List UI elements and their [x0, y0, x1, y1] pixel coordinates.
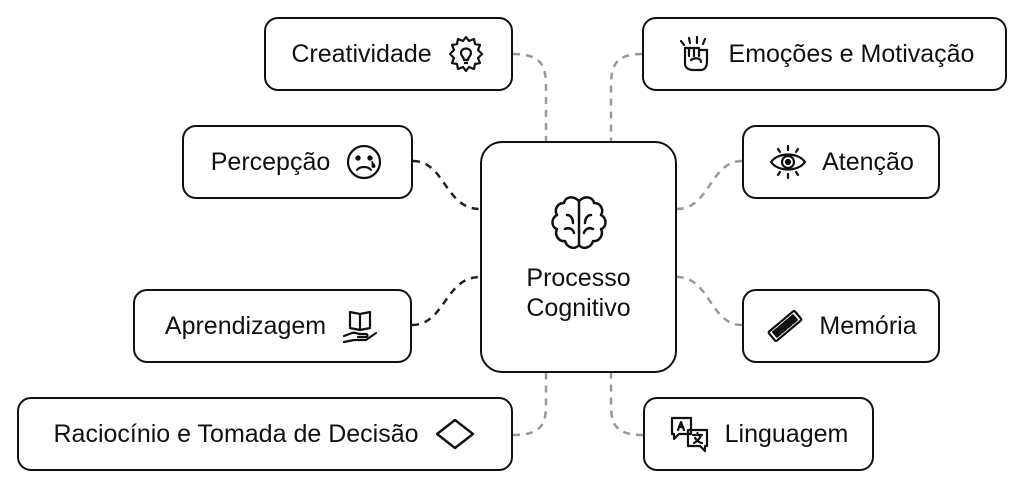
connector-memoria — [676, 275, 743, 327]
node-atencao: Atenção — [742, 125, 940, 199]
node-label: Linguagem — [724, 419, 849, 448]
connector-aprendizagem — [411, 275, 481, 327]
node-label: Creatividade — [291, 39, 432, 68]
node-raciocinio: Raciocínio e Tomada de Decisão — [17, 397, 513, 471]
sad-face-icon — [347, 144, 382, 180]
node-percepcao: Percepção — [182, 125, 413, 199]
connector-creatividade — [512, 52, 548, 141]
node-label: Raciocínio e Tomada de Decisão — [53, 419, 419, 448]
book-hand-icon — [343, 310, 378, 344]
node-emocoes: Emoções e Motivação — [642, 17, 1007, 91]
connector-percepcao — [412, 159, 481, 211]
connector-emocoes — [609, 52, 643, 141]
node-linguagem: Linguagem — [643, 397, 874, 471]
connector-linguagem — [609, 373, 644, 437]
brain-icon — [550, 196, 607, 250]
center-title-line1: Processo — [526, 264, 631, 292]
connector-atencao — [676, 159, 743, 211]
center-title-line2: Cognitivo — [526, 294, 631, 322]
center-node: Processo Cognitivo — [480, 141, 677, 373]
fist-icon — [679, 35, 708, 72]
node-label: Emoções e Motivação — [728, 39, 975, 68]
translate-icon — [670, 416, 708, 453]
memory-chip-icon — [768, 309, 803, 343]
node-memoria: Memória — [742, 289, 940, 363]
node-creatividade: Creatividade — [264, 17, 513, 91]
eye-icon — [769, 144, 807, 180]
lightbulb-gear-icon — [448, 35, 483, 73]
connector-raciocinio — [512, 373, 548, 437]
node-label: Atenção — [822, 147, 914, 176]
node-aprendizagem: Aprendizagem — [133, 289, 412, 363]
node-label: Percepção — [210, 147, 331, 176]
diamond-icon — [435, 418, 474, 450]
node-label: Aprendizagem — [164, 311, 327, 340]
node-label: Memória — [819, 311, 917, 340]
